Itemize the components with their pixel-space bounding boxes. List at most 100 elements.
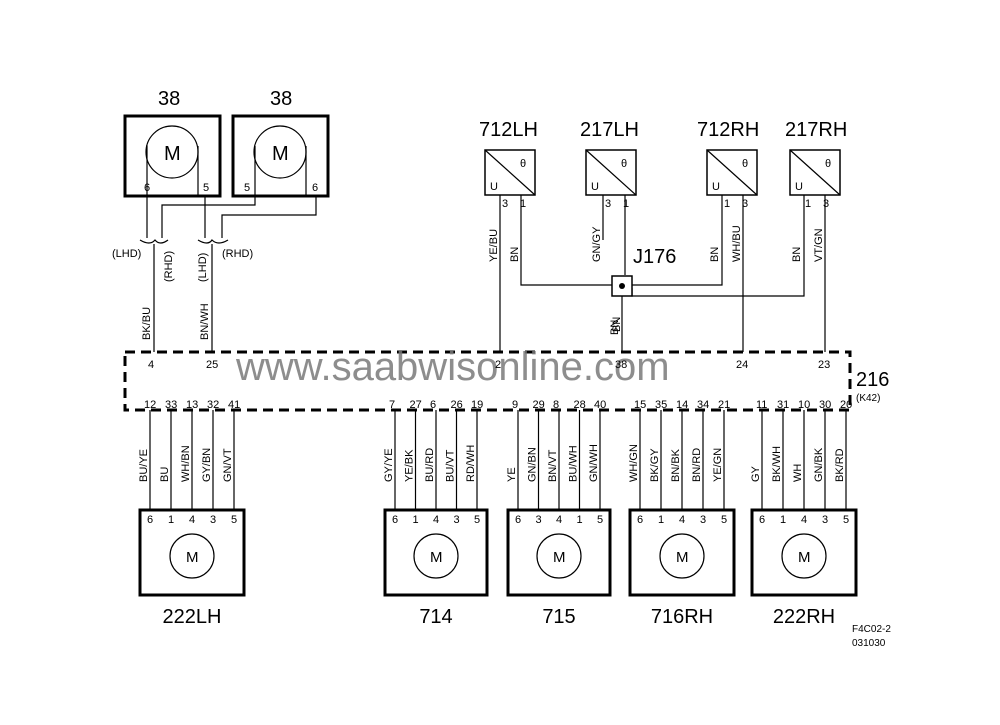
pin-label: 3	[454, 514, 460, 526]
wire-label: GY/BN	[201, 448, 213, 482]
pin-label: 3	[605, 198, 611, 210]
sensor-712lh-label: 712LH	[479, 119, 538, 141]
ecu-pin: 20	[840, 399, 852, 411]
wire-label: YE/BK	[404, 449, 416, 482]
wire-label: BU/WH	[568, 445, 580, 482]
pin-label: 1	[520, 198, 526, 210]
pin-label: 6	[144, 182, 150, 194]
wire-label: BN/VT	[547, 449, 559, 482]
wire-label: BK/GY	[649, 448, 661, 482]
pin-label: 5	[474, 514, 480, 526]
pin-label: 5	[244, 182, 250, 194]
wire-label-j176-out: BN	[609, 320, 621, 335]
sensor-u: U	[712, 181, 720, 193]
motor-label: 716RH	[651, 606, 713, 628]
motor-label: 222LH	[163, 606, 222, 628]
pin-label: 4	[433, 514, 439, 526]
motor-symbol: M	[272, 143, 289, 165]
wire-label: YE	[506, 467, 518, 482]
theta-icon: θ	[742, 158, 748, 170]
pin-label: 5	[597, 514, 603, 526]
wire-label: GN/WH	[588, 444, 600, 482]
wire-label: BK/WH	[771, 446, 783, 482]
motor-label: 715	[542, 606, 575, 628]
pin-label: 6	[147, 514, 153, 526]
sensor-217lh: 217LH U θ 3 1 GN/GY BN	[580, 119, 639, 332]
ecu-pin: 40	[594, 399, 606, 411]
motor-label: 222RH	[773, 606, 835, 628]
ecu-pin: 11	[756, 399, 767, 411]
pin-label: 4	[679, 514, 685, 526]
pin-label: 1	[623, 198, 629, 210]
wire-label: BN	[709, 247, 721, 262]
ecu-pin: 21	[718, 399, 730, 411]
motor-symbol: M	[164, 143, 181, 165]
wire-label: GY/YE	[383, 448, 395, 482]
rhd-label-1: (RHD)	[163, 251, 175, 282]
ecu-216-sublabel: (K42)	[856, 393, 880, 404]
junction-j176-label: J176	[633, 246, 676, 268]
wire-label: VT/GN	[813, 228, 825, 262]
motor-icon	[169, 533, 215, 579]
sensor-217rh: 217RH U θ 1 3 BN VT/GN	[785, 119, 847, 262]
wire-label: BN	[611, 317, 623, 332]
pin-label: 3	[823, 198, 829, 210]
motor-symbol: M	[553, 549, 566, 566]
pin-label: 6	[392, 514, 398, 526]
motor-housing	[138, 508, 246, 597]
pin-label: 3	[822, 514, 828, 526]
ecu-pin: 31	[777, 399, 789, 411]
motor-icon	[413, 533, 459, 579]
wire-label: BN/BK	[670, 448, 682, 482]
ecu-pin: 27	[410, 399, 422, 411]
ecu-pin: 7	[389, 399, 395, 411]
sensor-u: U	[591, 181, 599, 193]
sensor-u: U	[795, 181, 803, 193]
motor-38-right-label: 38	[270, 88, 292, 110]
ecu-pin: 30	[819, 399, 831, 411]
wire-label: WH/BU	[731, 225, 743, 262]
sensor-712lh: 712LH U θ 3 1 YE/BU BN	[479, 119, 538, 262]
motor-symbol: M	[676, 549, 689, 566]
ecu-pin: 14	[676, 399, 688, 411]
ecu-pin: 34	[697, 399, 709, 411]
motor-label: 714	[419, 606, 452, 628]
pin-label: 3	[700, 514, 706, 526]
wire-label: BU/YE	[138, 449, 150, 482]
ecu-pin: 24	[736, 359, 748, 371]
ecu-pin: 26	[451, 399, 463, 411]
pin-label: 1	[724, 198, 730, 210]
motor-symbol: M	[798, 549, 811, 566]
ecu-pin: 28	[574, 399, 586, 411]
pin-label: 5	[203, 182, 209, 194]
ecu-pin: 12	[144, 399, 156, 411]
wire-label: YE/BU	[488, 229, 500, 262]
wire-label: BU/VT	[445, 449, 457, 482]
wire-label: BN	[509, 247, 521, 262]
motor-38-right: 38 M 5 6	[231, 88, 330, 198]
pin-label: 4	[556, 514, 562, 526]
lhd-label-1: (LHD)	[112, 248, 141, 260]
pin-label: 4	[189, 514, 195, 526]
wire-label: WH/BN	[180, 445, 192, 482]
ecu-pin: 38	[615, 359, 627, 371]
wire-label: GN/BN	[527, 447, 539, 482]
motor-icon	[659, 533, 705, 579]
ecu-pin: 32	[207, 399, 219, 411]
pin-label: 6	[312, 182, 318, 194]
pin-label: 1	[577, 514, 583, 526]
pin-label: 1	[780, 514, 786, 526]
ecu-pin: 25	[206, 359, 218, 371]
pin-label: 1	[805, 198, 811, 210]
wire-label: BN	[791, 247, 803, 262]
ecu-216-label: 216	[856, 369, 889, 391]
junction-dot	[619, 283, 625, 289]
ecu-pin: 19	[471, 399, 483, 411]
wire-label: YE/GN	[712, 448, 724, 482]
wire-label: BU	[159, 467, 171, 482]
wire-label-bn-wh: BN/WH	[199, 303, 211, 340]
